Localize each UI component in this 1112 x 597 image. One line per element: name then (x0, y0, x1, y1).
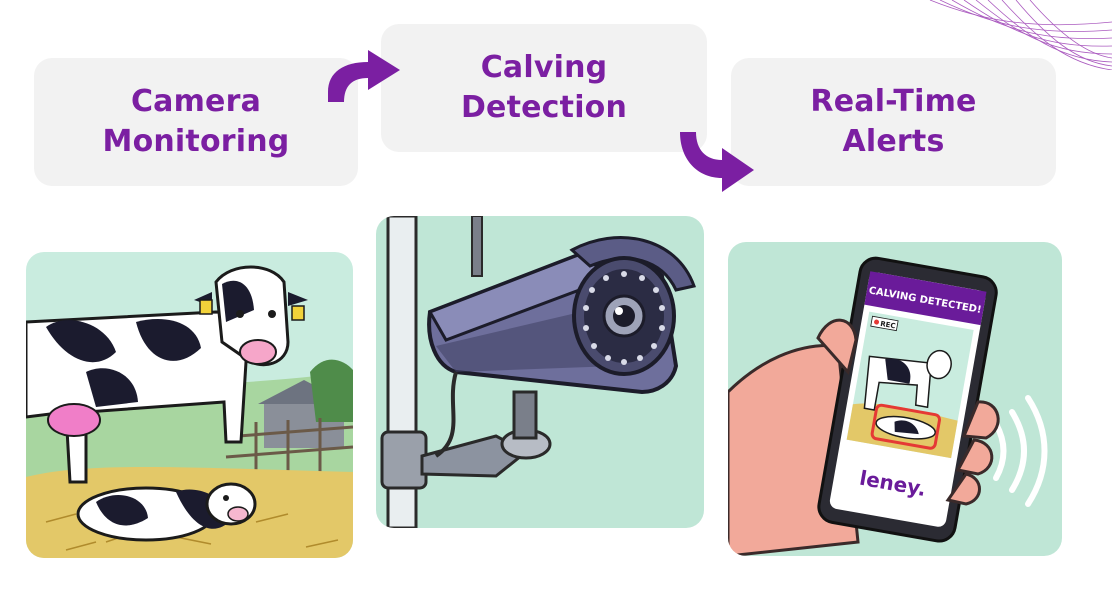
step-calving-detection: Calving Detection (381, 24, 707, 152)
security-camera-illustration-icon (376, 216, 704, 528)
decorative-waves-icon (929, 0, 1112, 70)
step-label: Calving Detection (460, 50, 628, 125)
phone-alert-illustration: REC CALVING DETECTED! leney. (728, 242, 1062, 556)
rec-label: REC (880, 320, 896, 331)
cow-calf-illustration (26, 252, 353, 558)
step-label: Camera Monitoring (102, 84, 290, 159)
security-camera-illustration (376, 216, 704, 528)
curved-arrow-up-right-icon (328, 50, 400, 102)
curved-arrow-down-right-icon (680, 132, 754, 192)
step-camera-monitoring: Camera Monitoring (34, 58, 358, 186)
cow-and-calf-illustration-icon (26, 252, 353, 558)
step-label: Real-Time Alerts (810, 84, 977, 159)
phone-alert-illustration-icon: REC CALVING DETECTED! leney. (728, 242, 1062, 556)
step-real-time-alerts: Real-Time Alerts (731, 58, 1056, 186)
